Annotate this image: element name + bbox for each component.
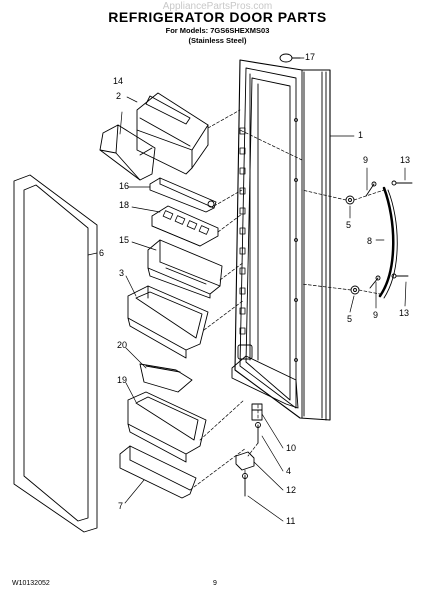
shelf-retainer-18 <box>152 206 218 246</box>
callout-13-lower: 13 <box>399 308 410 318</box>
callout-4: 4 <box>286 466 292 476</box>
screw-13-upper <box>392 181 412 185</box>
doc-number: W10132052 <box>12 580 50 587</box>
standoff-5-lower <box>351 286 359 294</box>
door-bin-19 <box>128 392 206 462</box>
door-gasket <box>14 175 97 532</box>
callout-19: 19 <box>117 375 128 385</box>
callout-9-lower: 9 <box>373 310 379 320</box>
page-title: REFRIGERATOR DOOR PARTS <box>108 9 327 25</box>
screw-9-lower <box>370 276 380 288</box>
screw-4 <box>256 423 261 444</box>
assembly-lines <box>190 110 384 490</box>
plug-17 <box>280 54 292 62</box>
handle-8 <box>380 188 397 298</box>
hinge-10 <box>252 404 262 420</box>
bottom-bin-7 <box>120 446 196 498</box>
callout-10: 10 <box>286 443 297 453</box>
callout-14: 14 <box>113 76 124 86</box>
callout-13-upper: 13 <box>400 155 411 165</box>
callout-1: 1 <box>358 130 364 140</box>
callout-17: 17 <box>305 52 316 62</box>
callout-5-upper: 5 <box>346 220 352 230</box>
callout-15: 15 <box>119 235 130 245</box>
callout-20: 20 <box>117 340 128 350</box>
leader-lines <box>88 58 406 521</box>
models-line: For Models: 7GS6SHEXMS03 <box>165 26 270 35</box>
rail-16 <box>150 178 216 212</box>
callout-2: 2 <box>116 91 122 101</box>
standoff-5-upper <box>346 196 354 204</box>
screw-9-upper <box>366 182 376 196</box>
finish-line: (Stainless Steel) <box>188 36 247 45</box>
screw-11 <box>243 474 248 497</box>
callout-7: 7 <box>118 501 124 511</box>
hinge-12 <box>236 452 254 470</box>
page-number: 9 <box>213 580 217 587</box>
callout-9-upper: 9 <box>363 155 369 165</box>
door-assembly <box>232 60 330 420</box>
callout-5-lower: 5 <box>347 314 353 324</box>
screw-13-lower <box>392 274 408 278</box>
callout-6: 6 <box>99 248 105 258</box>
dairy-door-2 <box>100 125 155 180</box>
callout-8: 8 <box>367 236 373 246</box>
callout-11: 11 <box>286 516 296 526</box>
callout-18: 18 <box>119 200 130 210</box>
door-bin-3 <box>128 286 208 358</box>
callout-3: 3 <box>119 268 125 278</box>
callout-12: 12 <box>286 485 297 495</box>
callout-16: 16 <box>119 181 130 191</box>
shelf-insert-20 <box>140 364 192 392</box>
door-bin-15 <box>148 240 222 298</box>
dairy-bin-14 <box>137 93 208 174</box>
watermark: AppliancePartsPros.com <box>162 1 273 12</box>
